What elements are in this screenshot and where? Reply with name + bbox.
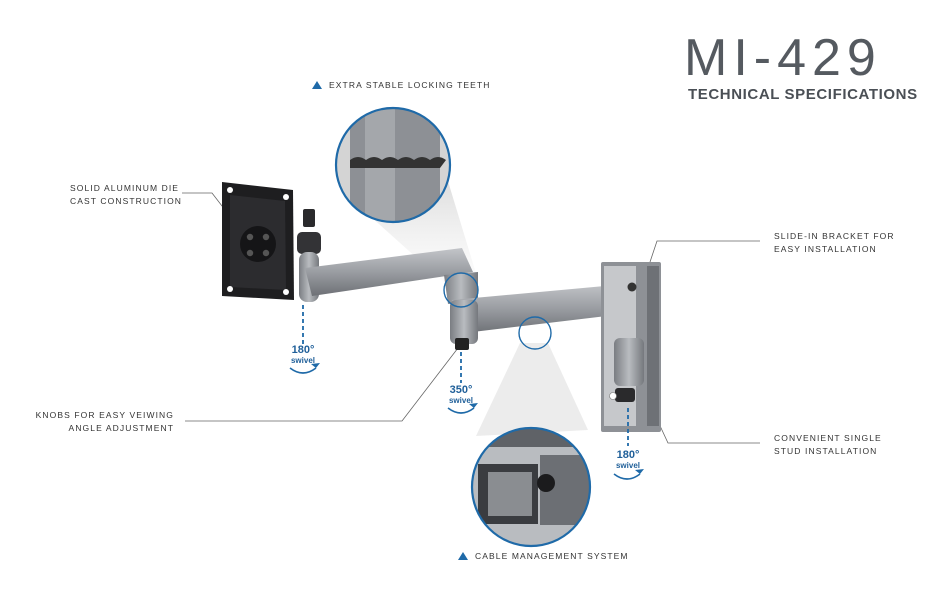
zoom-beam-bottom (476, 343, 588, 436)
stud-leader (654, 414, 760, 444)
triangle-icon (312, 81, 322, 89)
articulating-arm (305, 248, 640, 350)
wall-bracket (601, 262, 661, 432)
swivel-arrow-1 (289, 367, 317, 374)
callout-aluminum: SOLID ALUMINUM DIE CAST CONSTRUCTION (70, 183, 183, 206)
callout-stud: CONVENIENT SINGLE STUD INSTALLATION (774, 433, 882, 456)
teeth-marker (443, 272, 479, 308)
knobs-leader (185, 347, 459, 422)
callout-locking-teeth: EXTRA STABLE LOCKING TEETH (312, 79, 491, 92)
bracket-leader (649, 240, 760, 263)
vesa-plate (222, 182, 294, 300)
swivel-arrow-3 (613, 473, 641, 480)
callout-cable: CABLE MANAGEMENT SYSTEM (458, 550, 629, 563)
page-subtitle: TECHNICAL SPECIFICATIONS (688, 86, 918, 103)
locking-teeth-zoom (334, 106, 452, 224)
callout-knobs: KNOBS FOR EASY VEIWING ANGLE ADJUSTMENT (35, 410, 174, 433)
cable-marker (518, 316, 552, 350)
swivel-label-3: 180° swivel (615, 449, 640, 471)
swivel-label-2: 350° swivel (448, 384, 473, 406)
model-title: MI-429 (684, 29, 882, 87)
cable-management-zoom (470, 426, 592, 548)
callout-bracket: SLIDE-IN BRACKET FOR EASY INSTALLATION (774, 231, 895, 254)
triangle-icon (458, 552, 468, 560)
swivel-arrow-2 (447, 407, 475, 414)
swivel-label-1: 180° swivel (290, 344, 315, 366)
